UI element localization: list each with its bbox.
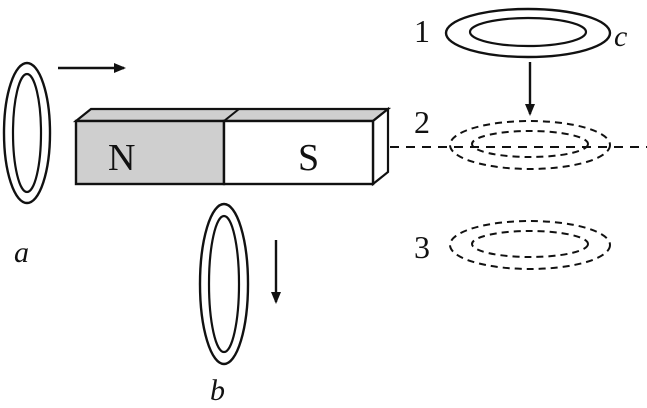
position-1-label: 1 [414,13,430,49]
magnet-side-face [371,106,390,187]
north-pole-label: N [108,137,135,179]
position-2-label: 2 [414,104,430,140]
bar-magnet: N S [72,106,392,187]
ring-b-label: b [210,374,225,407]
magnet-south-pole [222,119,375,186]
magnet-north-pole [74,119,226,186]
ring-a [2,61,52,205]
ring-b [198,202,250,366]
position-3-label: 3 [414,229,430,265]
ring-a-label: a [14,236,29,269]
ring-c-position-1 [444,7,612,59]
ring-c-label: c [614,20,627,53]
ring-c-position-2 [449,120,611,170]
ring-c-position-3 [449,220,611,270]
south-pole-label: S [298,137,319,179]
